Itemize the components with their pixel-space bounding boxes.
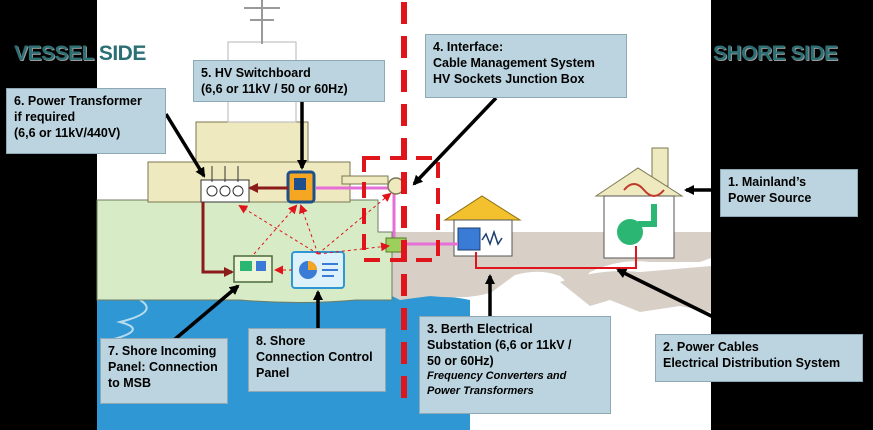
- interface-cable: [316, 186, 458, 246]
- label-6-line-3: (6,6 or 11kV/440V): [14, 126, 121, 140]
- label-3-italic-2: Power Transformers: [427, 385, 534, 397]
- label-4-line-1: 4. Interface:: [433, 40, 504, 54]
- transformer-to-incoming-panel-line: [201, 202, 234, 277]
- interface-zone-box: [362, 156, 440, 262]
- shore-side-title: SHORE SIDE: [713, 42, 838, 65]
- label-1-line-2: Power Source: [728, 191, 812, 205]
- label-4-line-3: HV Sockets Junction Box: [433, 72, 585, 86]
- label-berth-substation: 3. Berth Electrical Substation (6,6 or 1…: [419, 316, 611, 414]
- label-hv-switchboard: 5. HV Switchboard (6,6 or 11kV / 50 or 6…: [193, 60, 385, 102]
- label-mainland-power-source: 1. Mainland’s Power Source: [720, 169, 858, 217]
- ship-superstructure-upper: [195, 121, 309, 165]
- label-4-line-2: Cable Management System: [433, 56, 595, 70]
- label-3-line-2: Substation (6,6 or 11kV /: [427, 338, 572, 352]
- berth-substation-building: [443, 195, 522, 257]
- label-8-line-1: 8. Shore: [256, 334, 306, 348]
- label-3-line-3: 50 or 60Hz): [427, 354, 494, 368]
- shore-incoming-panel: [233, 255, 273, 283]
- label-1-line-1: 1. Mainland’s: [728, 175, 807, 189]
- arrow-2: [616, 268, 761, 342]
- label-power-cables: 2. Power Cables Electrical Distribution …: [655, 334, 863, 382]
- label-6-line-2: if required: [14, 110, 76, 124]
- label-8-line-3: Panel: [256, 366, 290, 380]
- arrow-7: [172, 284, 240, 342]
- label-3-italic-1: Frequency Converters and: [427, 370, 567, 382]
- land-lower: [560, 266, 711, 312]
- arrow-6: [164, 113, 206, 178]
- label-7-line-3: to MSB: [108, 376, 152, 390]
- label-2-line-2: Electrical Distribution System: [663, 356, 841, 370]
- ship-hull: [96, 199, 393, 303]
- vessel-side-title: VESSEL SIDE: [14, 42, 146, 65]
- label-5-line-2: (6,6 or 11kV / 50 or 60Hz): [201, 82, 348, 96]
- label-2-line-1: 2. Power Cables: [663, 340, 759, 354]
- mainland-power-plant: [594, 147, 684, 259]
- label-7-line-1: 7. Shore Incoming: [108, 344, 217, 358]
- label-5-line-1: 5. HV Switchboard: [201, 66, 311, 80]
- label-shore-connection-control-panel: 8. Shore Connection Control Panel: [248, 328, 386, 392]
- label-power-transformer: 6. Power Transformer if required (6,6 or…: [6, 88, 166, 154]
- label-interface: 4. Interface: Cable Management System HV…: [425, 34, 627, 98]
- callout-arrows: [164, 96, 761, 342]
- label-shore-incoming-panel: 7. Shore Incoming Panel: Connection to M…: [100, 338, 228, 404]
- label-7-line-2: Panel: Connection: [108, 360, 218, 374]
- label-8-line-2: Connection Control: [256, 350, 373, 364]
- ship-mast: [244, 0, 280, 44]
- shore-distribution-cable: [475, 246, 637, 269]
- label-6-line-1: 6. Power Transformer: [14, 94, 142, 108]
- control-links: [238, 192, 392, 275]
- label-3-line-1: 3. Berth Electrical: [427, 322, 533, 336]
- power-transformer: [200, 166, 250, 203]
- shore-connection-control-panel: [291, 251, 345, 289]
- arrow-4: [412, 96, 498, 186]
